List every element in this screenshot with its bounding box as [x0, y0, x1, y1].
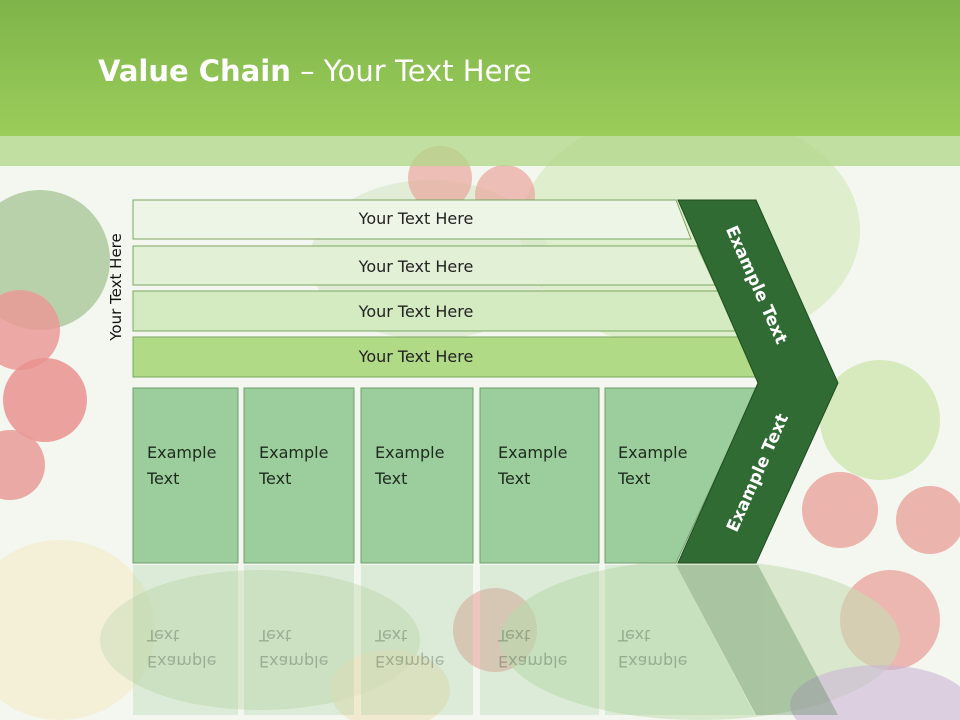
- bar-3-label: Your Text Here: [358, 302, 474, 321]
- box-5-line2: Text: [618, 469, 651, 488]
- slide-title-rest: – Your Text Here: [290, 54, 532, 88]
- header-stripe: [0, 136, 960, 166]
- box-3-line2: Text: [375, 469, 408, 488]
- box-1[interactable]: [132, 387, 239, 564]
- box-3-reflection-line1: Example: [375, 652, 445, 671]
- box-4-line1: Example: [498, 443, 568, 462]
- box-4-line2: Text: [498, 469, 531, 488]
- box-2-reflection-line1: Example: [259, 652, 329, 671]
- box-4-reflection-line1: Example: [498, 652, 568, 671]
- bar-4-label: Your Text Here: [358, 347, 474, 366]
- box-5[interactable]: [604, 387, 758, 564]
- box-1-reflection-line2: Text: [147, 626, 180, 645]
- box-3[interactable]: [360, 387, 474, 564]
- slide-title-bold: Value Chain: [98, 54, 291, 88]
- box-1-line2: Text: [147, 469, 180, 488]
- header-band: [0, 0, 960, 136]
- box-1-line1: Example: [147, 443, 217, 462]
- box-3-line1: Example: [375, 443, 445, 462]
- slide-title: Value Chain – Your Text Here: [98, 54, 532, 88]
- box-4-reflection-line2: Text: [498, 626, 531, 645]
- box-2[interactable]: [243, 387, 355, 564]
- box-2-line2: Text: [259, 469, 292, 488]
- box-2-line1: Example: [259, 443, 329, 462]
- box-5-reflection-line2: Text: [618, 626, 651, 645]
- chevron-arrow[interactable]: [677, 199, 839, 564]
- box-2-reflection: Example Text: [259, 622, 328, 674]
- box-3-reflection: Example Text: [375, 622, 444, 674]
- bar-1[interactable]: [132, 199, 692, 240]
- box-1-reflection-line1: Example: [147, 652, 217, 671]
- box-3-reflection-line2: Text: [375, 626, 408, 645]
- box-4-reflection: Example Text: [498, 622, 567, 674]
- box-5-reflection-line1: Example: [618, 652, 688, 671]
- box-1-reflection: Example Text: [147, 622, 216, 674]
- box-5-line1: Example: [618, 443, 688, 462]
- box-4[interactable]: [479, 387, 600, 564]
- bar-2-label: Your Text Here: [358, 257, 474, 276]
- box-5-reflection: Example Text: [618, 622, 687, 674]
- diagram-reflection: [133, 565, 838, 715]
- bar-1-label: Your Text Here: [358, 209, 474, 228]
- box-2-reflection-line2: Text: [259, 626, 292, 645]
